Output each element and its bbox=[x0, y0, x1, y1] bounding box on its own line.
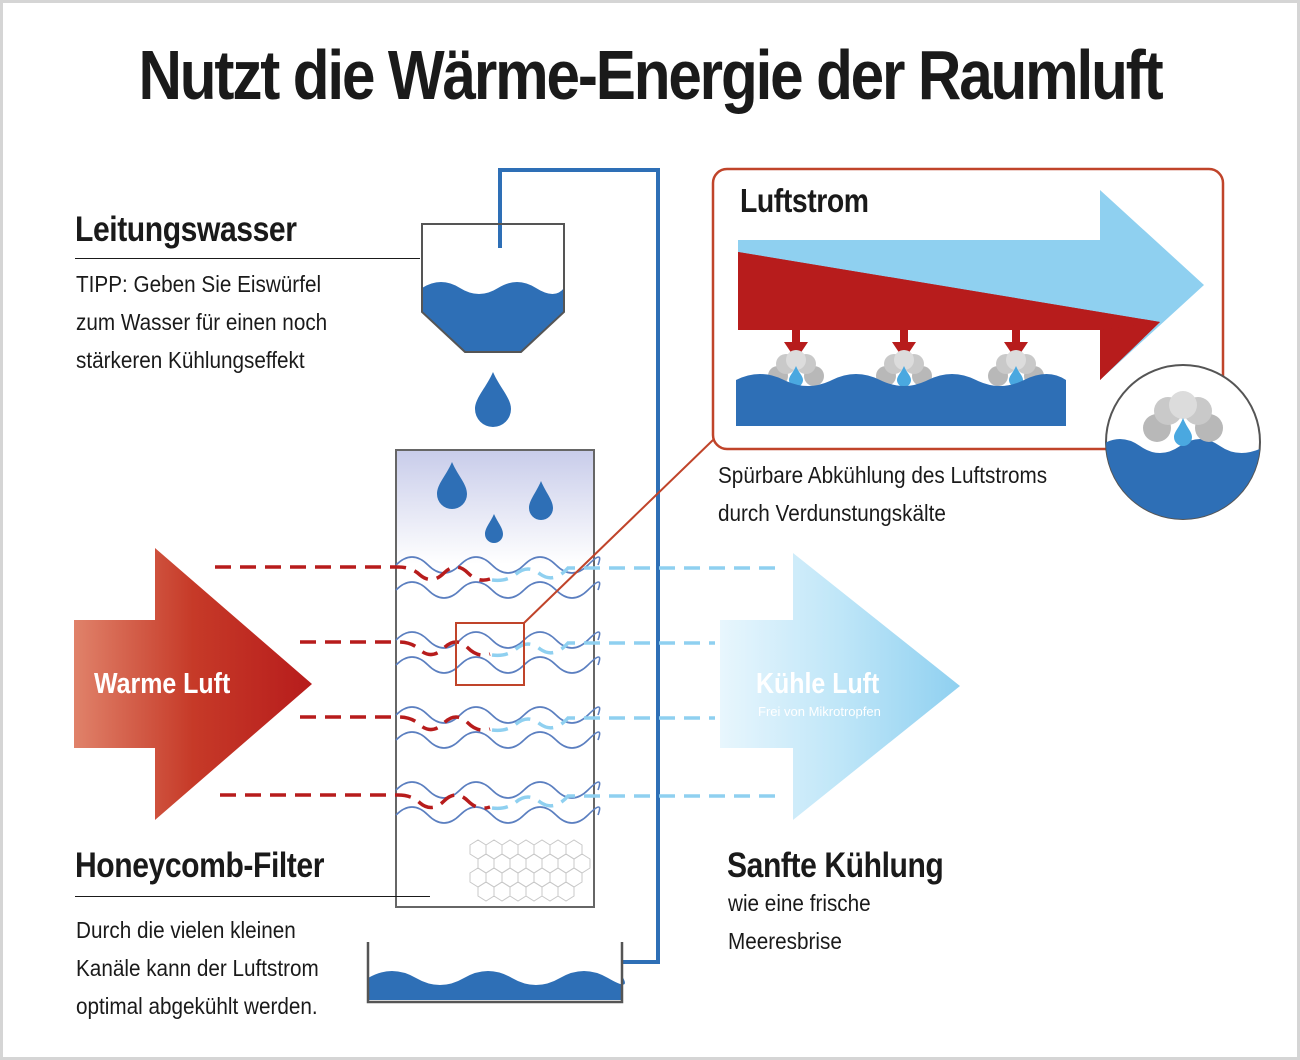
desc-line: optimal abgekühlt werden. bbox=[76, 993, 318, 1019]
warm-air-arrow bbox=[74, 548, 312, 820]
tap-water-underline bbox=[75, 258, 420, 259]
gentle-cooling-desc: wie eine frische Meeresbrise bbox=[728, 884, 871, 960]
zoom-drop-icon bbox=[1174, 418, 1192, 446]
desc-line: Meeresbrise bbox=[728, 928, 842, 954]
warm-airflow-lines bbox=[215, 565, 491, 810]
funnel-water bbox=[422, 282, 564, 352]
magnifier-connector bbox=[523, 439, 714, 624]
gentle-cooling-heading: Sanfte Kühlung bbox=[727, 846, 944, 885]
desc-line: Durch die vielen kleinen bbox=[76, 917, 296, 943]
airflow-heading: Luftstrom bbox=[740, 182, 869, 219]
page-title: Nutzt die Wärme-Energie der Raumluft bbox=[138, 36, 1163, 114]
honeycomb-desc: Durch die vielen kleinen Kanäle kann der… bbox=[76, 911, 319, 1025]
filter-drop-icon bbox=[485, 514, 503, 543]
cool-air-arrow bbox=[720, 553, 960, 820]
caption-line: durch Verdunstungskälte bbox=[718, 500, 946, 526]
inset-water bbox=[736, 374, 1066, 426]
filter-drop-icon bbox=[529, 481, 553, 520]
evaporation-cloud-icons bbox=[768, 350, 1044, 387]
honeycomb-underline bbox=[75, 896, 430, 897]
water-pipe bbox=[498, 168, 660, 964]
warm-air-label: Warme Luft bbox=[94, 668, 231, 700]
tap-water-heading: Leitungswasser bbox=[75, 210, 297, 249]
airflow-cool-arrow bbox=[738, 190, 1204, 380]
honeycomb-pattern bbox=[469, 839, 591, 902]
evaporation-arrows bbox=[784, 322, 1028, 360]
tap-water-tip: TIPP: Geben Sie Eiswürfel zum Wasser für… bbox=[76, 265, 327, 379]
magnifier-box bbox=[455, 622, 525, 686]
tip-line: stärkeren Kühlungseffekt bbox=[76, 347, 305, 373]
bottom-tray bbox=[366, 942, 624, 1004]
filter-drop-icon bbox=[437, 462, 467, 509]
falling-drop-icon bbox=[475, 372, 511, 427]
tip-line: zum Wasser für einen noch bbox=[76, 309, 328, 335]
cool-air-sublabel: Frei von Mikrotropfen bbox=[758, 704, 881, 719]
tip-line: TIPP: Geben Sie Eiswürfel bbox=[76, 271, 322, 297]
honeycomb-heading: Honeycomb-Filter bbox=[75, 846, 325, 885]
cool-airflow-lines bbox=[491, 566, 780, 811]
cool-air-label: Kühle Luft bbox=[756, 668, 880, 700]
desc-line: wie eine frische bbox=[728, 890, 871, 916]
funnel-outline bbox=[421, 223, 565, 353]
caption-line: Spürbare Abkühlung des Luftstroms bbox=[718, 462, 1048, 488]
airflow-warm-wedge bbox=[738, 252, 1160, 380]
bottom-tray-water bbox=[368, 971, 625, 1000]
airflow-caption: Spürbare Abkühlung des Luftstroms durch … bbox=[718, 456, 1047, 532]
desc-line: Kanäle kann der Luftstrom bbox=[76, 955, 319, 981]
